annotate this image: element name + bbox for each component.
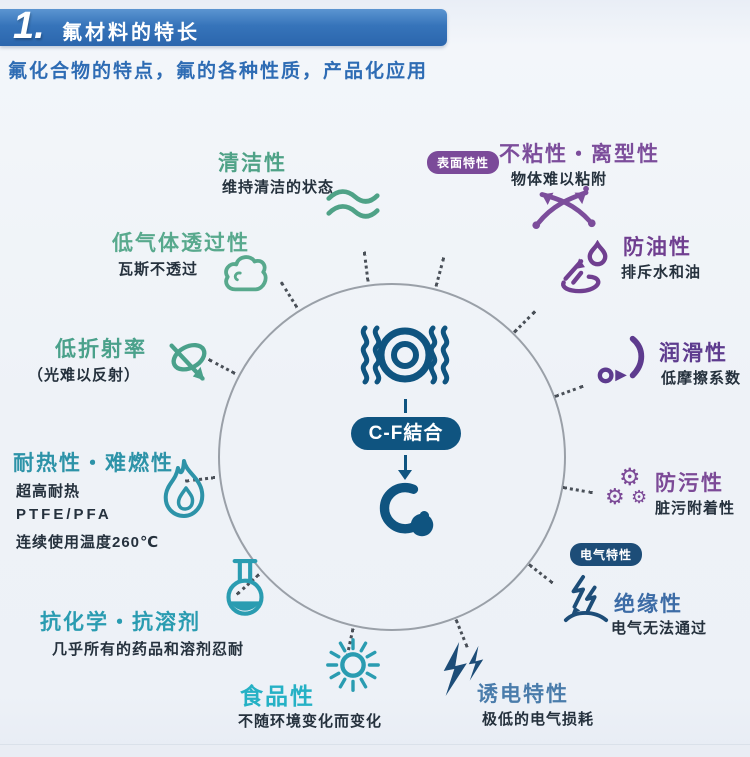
bottom-strip	[0, 744, 750, 757]
property-desc-gas: 瓦斯不透过	[118, 261, 199, 278]
header-bar: 1. 氟材料的特长	[0, 5, 447, 47]
cf-bond-pill: C-F結合	[351, 417, 461, 450]
property-title-insulation: 绝缘性	[614, 593, 683, 616]
property-title-chemical: 抗化学・抗溶剂	[40, 611, 201, 634]
connector-gas	[279, 281, 299, 309]
connector-oil	[512, 310, 537, 334]
connector-antifouling	[562, 486, 593, 495]
flask-icon	[222, 558, 268, 624]
page-title: 氟材料的特长	[62, 22, 200, 44]
property-desc-antifouling: 脏污附着性	[655, 500, 736, 517]
cloud-icon	[220, 250, 270, 298]
fluoropolymer-ring-icon	[377, 480, 437, 540]
surface-property-badge: 表面特性	[427, 151, 500, 174]
lightning-icon	[436, 640, 490, 700]
gears-icon: ⚙ ⚙ ⚙	[605, 466, 653, 516]
electric-property-badge: 电气特性	[570, 543, 643, 566]
refraction-icon	[162, 336, 216, 392]
slide-icon	[596, 334, 650, 386]
property-title-dielectric: 诱电特性	[477, 683, 569, 706]
release-arrows-icon	[530, 183, 598, 229]
property-desc-non-stick: 物体难以粘附	[511, 171, 608, 188]
property-desc-cleanliness: 维持清洁的状态	[222, 179, 335, 196]
insulation-bolt-icon	[562, 574, 610, 626]
property-title-non-stick: 不粘性・离型性	[499, 143, 660, 166]
down-arrow-icon	[404, 455, 407, 470]
property-desc-food: 不随环境变化而变化	[238, 713, 383, 730]
connector-cleanliness	[362, 251, 370, 282]
property-title-heat: 耐热性・难燃性	[13, 452, 174, 475]
property-desc-oil: 排斥水和油	[621, 264, 702, 281]
droplet-repel-icon	[552, 239, 614, 298]
property-title-lubricity: 润滑性	[659, 342, 728, 365]
property-title-antifouling: 防污性	[655, 472, 724, 495]
connector-insulation	[528, 563, 554, 585]
property-title-gas: 低气体透过性	[112, 232, 250, 255]
hub-circle	[218, 283, 566, 631]
flame-icon	[156, 458, 212, 522]
property-title-refraction: 低折射率	[55, 338, 147, 361]
property-title-food: 食品性	[240, 683, 315, 709]
property-title-oil: 防油性	[623, 236, 692, 259]
waves-icon	[325, 184, 381, 226]
gear-icon: ⚙	[605, 484, 625, 509]
property-desc-insulation: 电气无法通过	[611, 620, 708, 637]
property-desc-chemical: 几乎所有的药品和溶剂忍耐	[52, 641, 245, 658]
center-connector-line	[404, 399, 407, 413]
property-desc-dielectric: 极低的电气损耗	[482, 711, 595, 728]
property-desc-heat-1: 超高耐热	[16, 483, 81, 500]
property-desc-heat-2: PTFE/PFA	[16, 506, 112, 523]
sun-icon	[322, 634, 384, 696]
gear-icon: ⚙	[631, 487, 648, 507]
molecule-waves-icon	[356, 320, 454, 394]
page-subtitle: 氟化合物的特点，氟的各种性质，产品化应用	[8, 61, 429, 82]
connector-lubricity	[554, 384, 584, 398]
property-desc-refraction: （光难以反射）	[28, 367, 141, 384]
property-title-cleanliness: 清洁性	[218, 152, 287, 175]
section-number: 1.	[13, 5, 45, 47]
property-desc-heat-3: 连续使用温度260℃	[16, 534, 160, 551]
gear-icon: ⚙	[619, 464, 641, 491]
property-desc-lubricity: 低摩擦系数	[661, 370, 742, 387]
down-arrow-head-icon	[398, 470, 412, 480]
connector-non-stick	[434, 257, 446, 287]
